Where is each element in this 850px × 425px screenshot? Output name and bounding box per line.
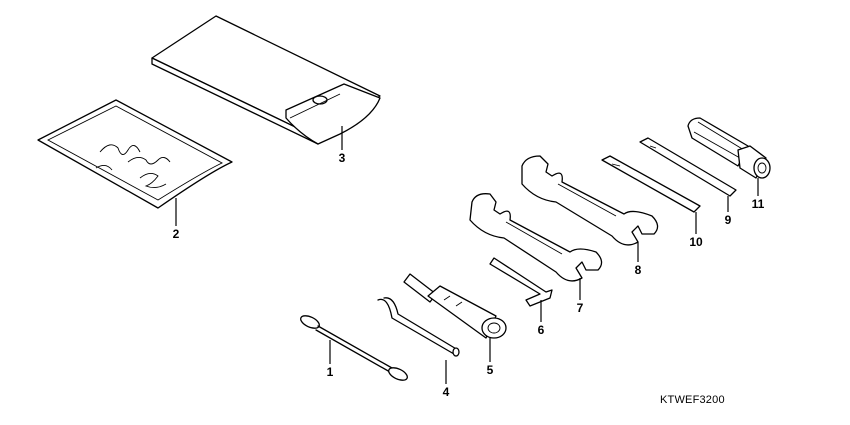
callout-11: 11 [752, 197, 765, 211]
plug-wrench [403, 273, 507, 339]
tool-strap [300, 315, 408, 381]
callout-2: 2 [173, 227, 180, 241]
callout-5: 5 [487, 363, 494, 377]
screwdriver-bit-10 [601, 155, 701, 213]
callout-7: 7 [577, 301, 584, 315]
wrench-7 [469, 193, 603, 282]
callout-1: 1 [327, 365, 334, 379]
callout-4: 4 [443, 385, 450, 399]
screwdriver-bit-9 [639, 137, 737, 197]
wrench-8 [521, 155, 659, 246]
diagram-code: KTWEF3200 [660, 394, 725, 406]
callout-8: 8 [635, 263, 642, 277]
callout-3: 3 [339, 151, 346, 165]
callout-6: 6 [538, 323, 545, 337]
screwdriver-handle [687, 117, 771, 179]
pin-bar [377, 297, 460, 357]
callout-9: 9 [725, 213, 732, 227]
tool-pouch [151, 15, 381, 145]
hex-key [489, 257, 553, 307]
callout-10: 10 [689, 235, 703, 249]
plastic-bag [37, 99, 233, 209]
